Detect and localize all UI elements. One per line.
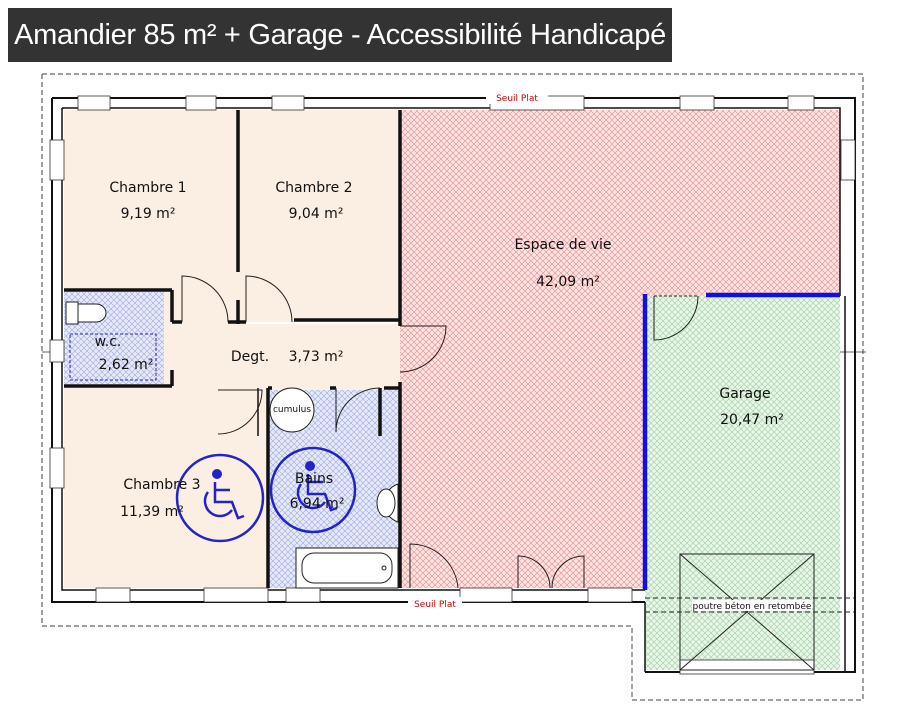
chambre2-name: Chambre 2 [275, 180, 352, 196]
garage-walls [642, 292, 840, 590]
seuil-plat-top: Seuil Plat [496, 94, 538, 104]
espace-name: Espace de vie [514, 237, 611, 253]
wc-sink-icon [69, 333, 157, 381]
floor-fills [64, 110, 840, 670]
garage-name: Garage [719, 386, 770, 402]
bains-area: 6,94 m² [290, 496, 345, 512]
wc-name: w.c. [95, 334, 122, 350]
wc-area: 2,62 m² [99, 357, 154, 373]
wheelchair-icon [269, 446, 357, 534]
degt-area: 3,73 m² [289, 349, 344, 365]
wheelchair-icon [175, 453, 265, 543]
washbasin-icon [376, 483, 399, 523]
poutre-bg [692, 600, 812, 611]
degt-name: Degt. [231, 349, 269, 365]
espace-area: 42,09 m² [536, 274, 600, 290]
cumulus-icon [269, 387, 315, 433]
garage-door-frame [645, 553, 855, 671]
interior-walls [64, 110, 402, 588]
seuil-plat-bottom: Seuil Plat [414, 600, 456, 610]
chambre3-floor [64, 388, 268, 588]
bains-name: Bains [295, 471, 333, 487]
cumulus-label: cumulus [273, 405, 311, 415]
bathtub-icon [295, 547, 399, 589]
chambre2-floor [240, 110, 400, 322]
chambre1-name: Chambre 1 [109, 180, 186, 196]
garage-area: 20,47 m² [720, 412, 784, 428]
garage-floor [645, 295, 840, 670]
chambre1-area: 9,19 m² [121, 206, 176, 222]
door-swings [181, 275, 699, 589]
chambre3-area: 11,39 m² [120, 504, 184, 520]
chambre3-name: Chambre 3 [123, 477, 200, 493]
seuil-top-bg [486, 91, 548, 104]
seuil-bottom-bg [408, 597, 462, 610]
dashed-outline [41, 73, 864, 701]
toilet-icon [65, 301, 107, 325]
poutre-label: poutre béton en retombée [693, 601, 812, 612]
windows [49, 95, 856, 675]
plan-title: Amandier 85 m² + Garage - Accessibilité … [8, 8, 672, 62]
chambre2-area: 9,04 m² [289, 206, 344, 222]
degt-floor [164, 324, 400, 390]
